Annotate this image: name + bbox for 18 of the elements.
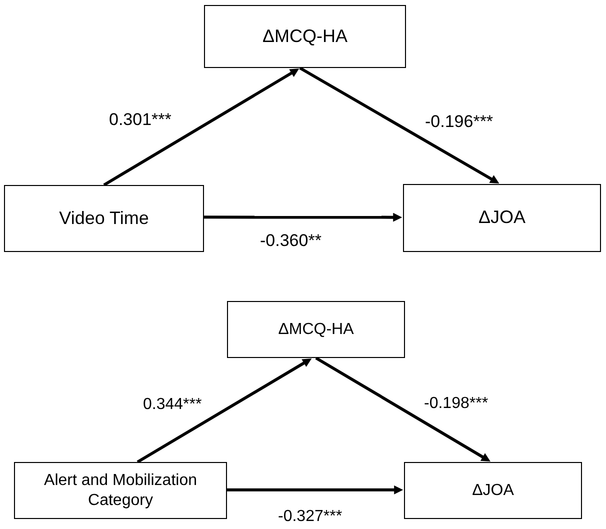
variable-box (227, 301, 405, 358)
variable-name: ΔJOA (478, 207, 526, 229)
variable-name: ΔMCQ-HA (262, 26, 348, 48)
arrow (136, 358, 312, 464)
variable-name: Video Time (59, 208, 149, 230)
variable-box (403, 184, 601, 252)
variable-box (204, 5, 406, 68)
arrow (227, 485, 404, 494)
variable-box (404, 462, 582, 519)
variable-box (4, 185, 204, 252)
variable-name: ΔJOA (472, 480, 514, 500)
arrow (315, 356, 490, 462)
arrow (103, 68, 300, 186)
variable-name: ΔMCQ-HA (278, 320, 354, 340)
variable-name: Alert and Mobilization Category (43, 471, 198, 510)
arrow (204, 212, 402, 222)
variable-box (14, 462, 227, 519)
arrow (299, 66, 500, 184)
